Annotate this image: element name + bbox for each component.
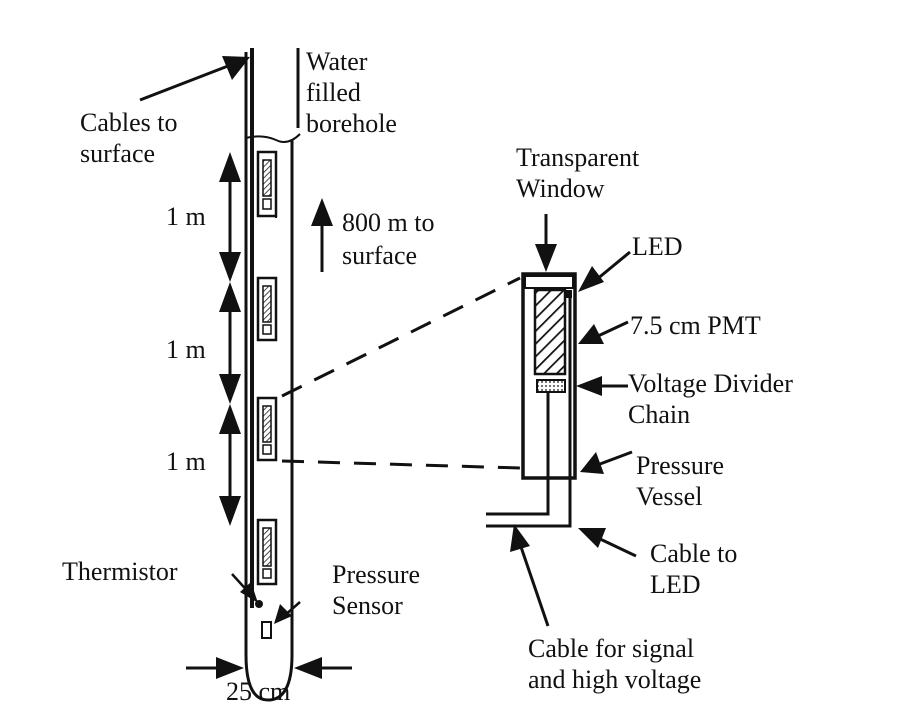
cable-signal-arrow [510,524,550,627]
thermistor-label: Thermistor [62,557,178,586]
spacing-label-top: 1 m [166,202,206,231]
optical-module-2 [256,276,278,342]
cable-led-label: Cable to LED [650,539,744,599]
transparent-window-label: Transparent Window [516,143,646,203]
signal-cable [486,478,550,516]
to-surface-label: 800 m to surface [342,208,441,270]
pmt [533,288,567,376]
led-label: LED [632,232,683,261]
spacing-arrows [219,152,241,526]
cables-to-surface-arrow [139,56,250,102]
width-label: 25 cm [226,677,290,706]
projection-lines [281,276,521,470]
pmt-label: 7.5 cm PMT [630,311,761,340]
led-element [566,290,572,298]
optical-module-1 [256,150,278,218]
thermistor-pointer [231,573,258,603]
led-cable [486,478,572,528]
optical-module-4 [256,518,278,586]
divider-label: Voltage Divider Chain [628,369,799,429]
borehole-wall [244,52,294,702]
vessel-arrow [580,450,633,474]
pressure-sensor-element [261,621,272,639]
divider-arrow [576,376,628,396]
width-arrows [186,657,352,679]
pmt-arrow [578,320,629,344]
cable-led-arrow [578,528,637,558]
optical-module-3 [256,396,278,462]
water-surface [245,133,301,143]
cables-to-surface-label: Cables to surface [80,108,184,168]
voltage-divider [536,379,566,393]
window-arrow [535,214,557,272]
led-arrow [578,250,631,292]
pressure-sensor-pointer [274,601,301,624]
water-borehole-label: Water filled borehole [306,47,397,138]
pressure-vessel-label: Pressure Vessel [636,451,731,511]
optical-module-detail [486,272,577,528]
spacing-label-bot: 1 m [166,447,206,476]
transparent-window [524,275,574,289]
spacing-label-mid: 1 m [166,335,206,364]
up-to-surface-arrow [311,198,333,272]
borehole [244,48,301,702]
pressure-sensor-label: Pressure Sensor [332,560,427,620]
cable-signal-label: Cable for signal and high voltage [528,634,701,694]
